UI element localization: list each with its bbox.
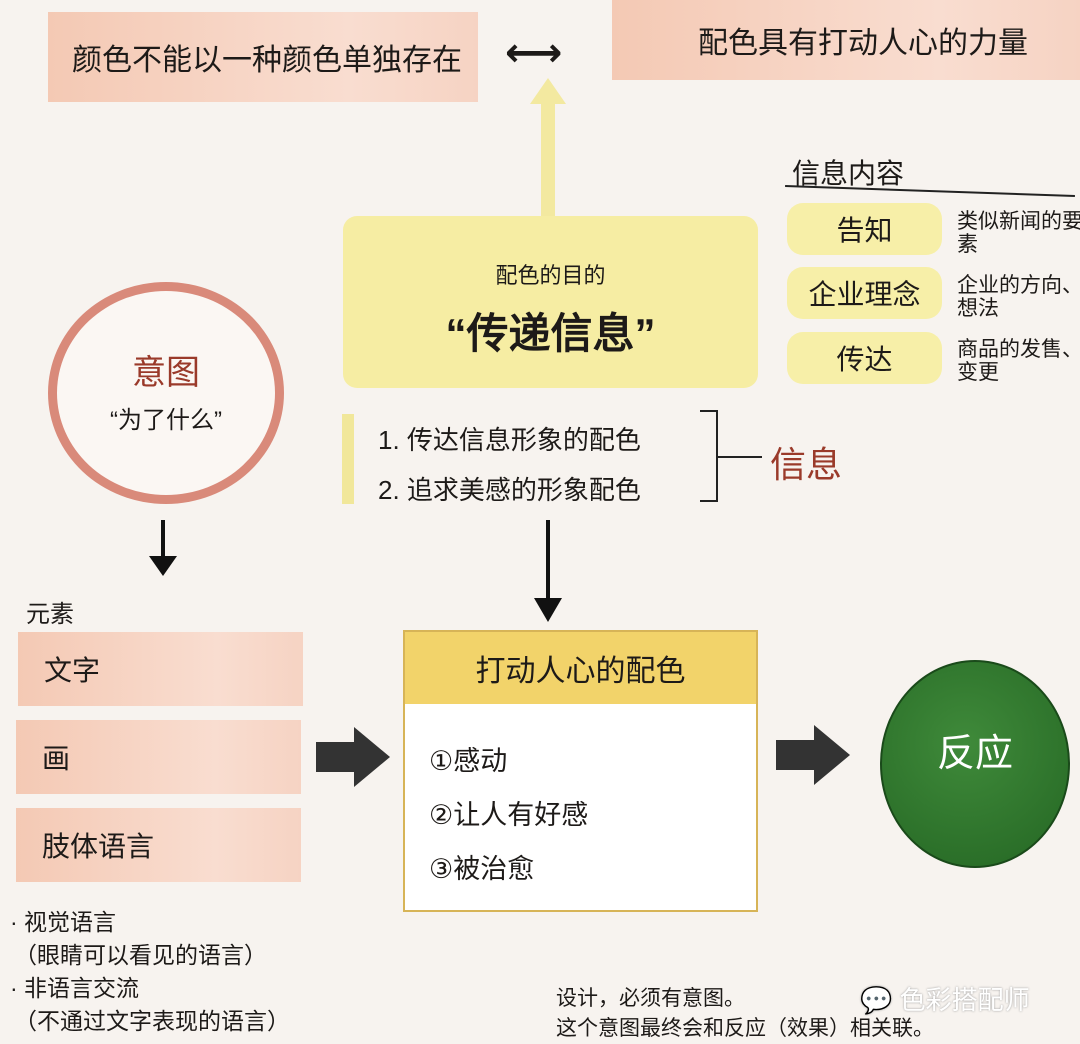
intent-circle: 意图 “为了什么”	[48, 282, 284, 504]
purpose-title: “传递信息”	[445, 310, 656, 357]
elements-heading: 元素	[26, 601, 74, 628]
note-title: · 非语言交流	[10, 975, 140, 1001]
info-tag: 告知	[787, 203, 942, 255]
moving-item: ①感动	[429, 746, 508, 776]
intent-title: 意图	[132, 354, 200, 392]
down-arrow-icon	[149, 556, 177, 576]
right-arrow-icon	[814, 725, 850, 785]
info-desc: 商品的发售、变更	[957, 338, 1080, 384]
up-arrow-shaft	[541, 100, 555, 220]
moving-title: 打动人心的配色	[405, 632, 756, 704]
purpose-box: 配色的目的 “传递信息”	[343, 216, 758, 388]
footer-line: 这个意图最终会和反应（效果）相关联。	[556, 1017, 934, 1040]
info-list-item: 1. 传达信息形象的配色	[378, 425, 641, 455]
moving-color-box: 打动人心的配色 ①感动 ②让人有好感 ③被治愈	[403, 630, 758, 912]
wechat-icon: 💬	[860, 985, 900, 1015]
purpose-subtitle: 配色的目的	[495, 263, 606, 288]
intent-subtitle: “为了什么”	[110, 407, 222, 434]
bracket-line	[718, 456, 762, 458]
watermark: 💬 色彩搭配师	[860, 980, 1030, 1017]
top-left-text: 颜色不能以一种颜色单独存在	[72, 44, 462, 77]
top-right-text: 配色具有打动人心的力量	[698, 27, 1028, 60]
up-arrow-icon	[530, 78, 566, 104]
reaction-ellipse: 反应	[880, 660, 1070, 868]
element-label: 文字	[44, 655, 101, 686]
info-list-item: 2. 追求美感的形象配色	[378, 475, 641, 505]
moving-item: ③被治愈	[429, 854, 535, 884]
top-right-box: 配色具有打动人心的力量	[612, 0, 1080, 80]
info-tag: 传达	[787, 332, 942, 384]
down-arrow-shaft	[546, 520, 550, 600]
right-arrow-shaft	[316, 742, 356, 772]
right-arrow-shaft	[776, 740, 816, 770]
info-tag-label: 告知	[836, 215, 893, 246]
element-label: 肢体语言	[42, 831, 155, 862]
element-box: 画	[16, 720, 301, 794]
moving-item: ②让人有好感	[429, 800, 589, 830]
right-arrow-icon	[354, 727, 390, 787]
note-sub: （眼睛可以看见的语言）	[14, 942, 267, 968]
note-sub: （不通过文字表现的语言）	[14, 1008, 290, 1034]
info-desc: 类似新闻的要素	[957, 210, 1080, 256]
bracket	[700, 410, 718, 502]
element-box: 文字	[18, 632, 303, 706]
info-tag: 企业理念	[787, 267, 942, 319]
info-label: 信息	[770, 444, 843, 485]
info-tag-label: 传达	[836, 344, 893, 375]
info-tag-label: 企业理念	[808, 279, 921, 310]
footer-text: 设计，必须有意图。 这个意图最终会和反应（效果）相关联。	[556, 984, 934, 1044]
element-box: 肢体语言	[16, 808, 301, 882]
note-title: · 视觉语言	[10, 909, 117, 935]
reaction-label: 反应	[936, 732, 1013, 775]
info-content-heading: 信息内容	[792, 158, 905, 189]
notes: · 视觉语言 （眼睛可以看见的语言） · 非语言交流 （不通过文字表现的语言）	[10, 906, 290, 1038]
info-desc: 企业的方向、想法	[957, 274, 1080, 320]
list-bar	[342, 414, 354, 504]
watermark-text: 色彩搭配师	[899, 985, 1030, 1015]
down-arrow-shaft	[161, 520, 165, 560]
footer-line: 设计，必须有意图。	[556, 987, 745, 1010]
element-label: 画	[42, 743, 71, 774]
down-arrow-icon	[534, 598, 562, 622]
double-arrow-icon: ⟷	[505, 31, 563, 75]
top-left-box: 颜色不能以一种颜色单独存在	[48, 12, 478, 102]
